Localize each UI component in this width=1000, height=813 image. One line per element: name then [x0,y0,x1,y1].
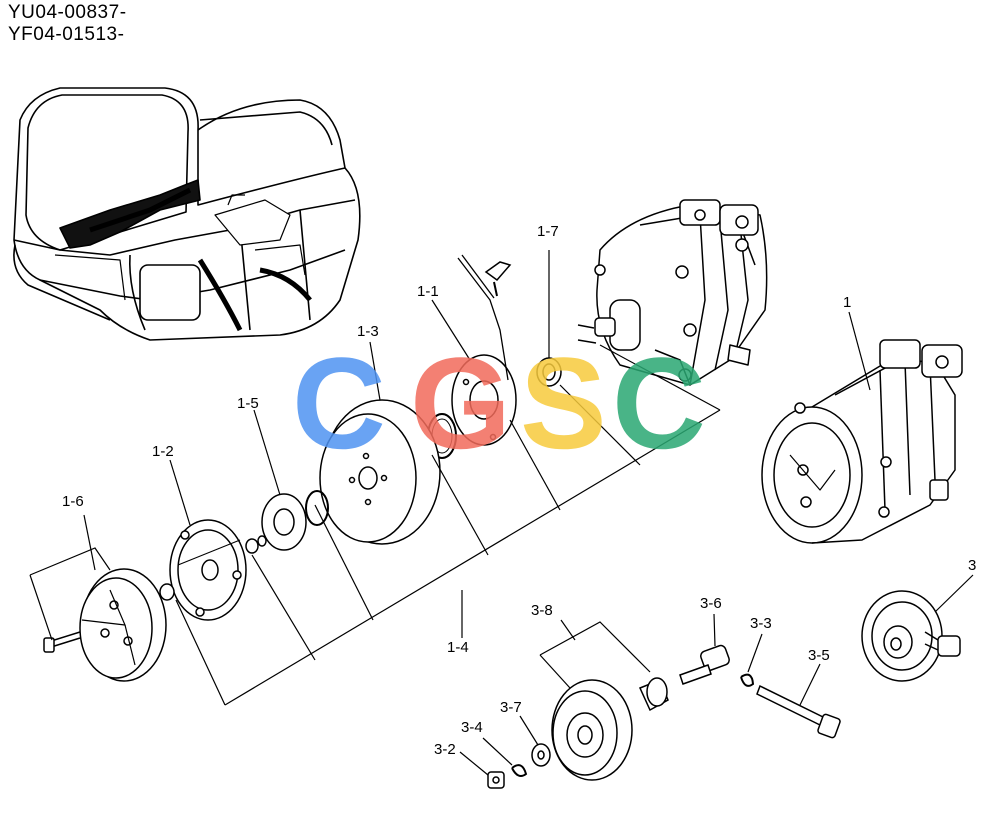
callout-3-5: 3-5 [808,647,830,664]
watermark-letter-s: S [520,330,607,476]
callout-1-5: 1-5 [237,395,259,412]
clutch-cover [43,568,175,682]
compressor-assembly [761,339,963,544]
callout-3-6: 3-6 [700,595,722,612]
serial-range-1: YU04-00837- [8,2,127,23]
belt-pulley [551,677,669,781]
serial-range-2: YF04-01513- [8,24,125,45]
watermark-letter-c1: C [292,330,386,476]
callout-3-4: 3-4 [461,719,483,736]
callout-1-6: 1-6 [62,493,84,510]
callout-3-3: 3-3 [750,615,772,632]
shaft-seal [536,357,562,387]
callout-1-1: 1-1 [417,283,439,300]
shim [261,490,329,551]
idler-pulley [861,590,961,682]
callout-1-3: 1-3 [357,323,379,340]
machine-cab-illustration [13,87,361,341]
callout-3-8: 3-8 [531,602,553,619]
callout-3: 3 [968,557,976,574]
watermark-letter-g: G [410,330,511,476]
pulley [319,399,441,545]
callout-1-2: 1-2 [152,443,174,460]
callout-labels: 1 1-7 1-1 1-3 1-5 1-2 1-6 1-4 3 3-8 3-6 … [62,223,976,758]
callout-3-7: 3-7 [500,699,522,716]
leader-lines [29,250,974,776]
callout-1: 1 [843,294,851,311]
callout-1-7: 1-7 [537,223,559,240]
armature-plate [169,519,267,621]
compressor-exploded [577,199,768,386]
cgsc-watermark: C G S C [292,330,706,476]
hardware-bolts-nuts [487,644,841,789]
callout-3-2: 3-2 [434,741,456,758]
watermark-letter-c2: C [612,330,706,476]
callout-1-4: 1-4 [447,639,469,656]
clutch-coil [451,254,517,446]
